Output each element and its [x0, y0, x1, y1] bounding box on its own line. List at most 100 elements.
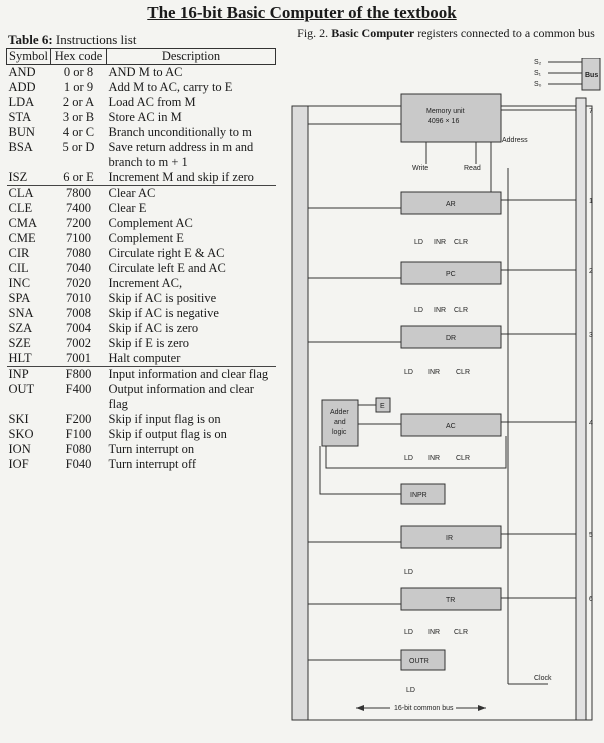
instruction-symbol: SNA: [8, 306, 34, 320]
instruction-symbol: CME: [8, 231, 36, 245]
instruction-symbol: SKI: [8, 412, 29, 426]
register-pc-label: PC: [446, 271, 456, 278]
instruction-description: Turn interrupt off: [108, 457, 197, 471]
instruction-row: STA 3 or B Store AC in M: [7, 110, 276, 125]
instruction-symbol: STA: [8, 110, 32, 124]
instruction-description: AND M to AC: [106, 64, 276, 80]
instruction-hex: 7004: [66, 321, 91, 335]
instruction-hex: 5 or D: [62, 140, 95, 154]
instruction-hex: 7040: [66, 261, 91, 275]
arrow-left-icon: [356, 705, 364, 711]
register-ac: [400, 413, 502, 437]
tr-clr: CLR: [454, 629, 468, 636]
instruction-hex: 6 or E: [63, 170, 94, 184]
table-caption: Table 6: Instructions list: [8, 32, 136, 48]
bus-diagram: S₂ S₁ S₀ Bus Memory unit 4096 × 16 Addre…: [291, 58, 601, 721]
instruction-symbol: INP: [6, 366, 51, 382]
register-tr: [400, 587, 502, 611]
instruction-description: Circulate right E & AC: [108, 246, 225, 260]
page-title: The 16-bit Basic Computer of the textboo…: [147, 3, 457, 22]
instruction-symbol: INC: [8, 276, 31, 290]
instruction-description: Store AC in M: [108, 110, 182, 124]
register-ir-label: IR: [446, 535, 453, 542]
select-s2: S₂: [534, 59, 542, 66]
ac-feedback-line: [325, 436, 507, 469]
read-label: Read: [464, 165, 481, 172]
instruction-hex: 7010: [66, 291, 91, 305]
instruction-hex: 0 or 8: [50, 64, 107, 80]
instruction-description: Halt computer: [108, 351, 181, 365]
instruction-hex: F200: [65, 412, 92, 426]
pc-ld: LD: [414, 307, 423, 314]
e-register-label: E: [380, 403, 385, 410]
instruction-hex: 2 or A: [62, 95, 95, 109]
register-pc: [400, 261, 502, 285]
instruction-hex: 7800: [50, 185, 107, 201]
bus-number-5: 5: [589, 532, 593, 539]
instruction-hex: 3 or B: [62, 110, 95, 124]
tr-ld: LD: [404, 629, 413, 636]
instruction-symbol: SZE: [8, 336, 31, 350]
instruction-description: Save return address in m and branch to m…: [108, 140, 254, 169]
select-s0: S₀: [534, 81, 542, 88]
figure-caption-prefix: Fig. 2.: [297, 26, 329, 40]
instruction-symbol: CMA: [8, 216, 37, 230]
adder-label-3: logic: [332, 429, 347, 436]
ar-ld: LD: [414, 239, 423, 246]
ar-clr: CLR: [454, 239, 468, 246]
instruction-hex: 7100: [66, 231, 91, 245]
register-inpr-label: INPR: [410, 492, 427, 499]
instruction-description: Add M to AC, carry to E: [108, 80, 233, 94]
instruction-hex: 7001: [66, 351, 91, 365]
adder-label-1: Adder: [330, 409, 349, 416]
bus-number-4: 4: [589, 420, 593, 427]
header-hex-code: Hex code: [50, 48, 107, 65]
register-dr-label: DR: [446, 335, 456, 342]
instruction-symbol: OUT: [8, 382, 35, 396]
instruction-symbol: SKO: [8, 427, 34, 441]
instruction-symbol: IOF: [8, 457, 29, 471]
bus-selector-box: [581, 58, 601, 91]
instruction-hex: 7400: [66, 201, 91, 215]
instruction-description: Circulate left E and AC: [108, 261, 226, 275]
instruction-description: Branch unconditionally to m: [108, 125, 252, 139]
instruction-description: Turn interrupt on: [108, 442, 195, 456]
instruction-description: Complement AC: [108, 216, 193, 230]
bus-left-rail: [291, 105, 309, 721]
instruction-hex: 7080: [66, 246, 91, 260]
instruction-description: Skip if E is zero: [108, 336, 190, 350]
adder-logic-unit: [321, 399, 359, 447]
ac-inr: INR: [428, 455, 440, 462]
dr-clr: CLR: [456, 369, 470, 376]
instruction-symbol: CLA: [6, 185, 51, 201]
ir-ld: LD: [404, 569, 413, 576]
figure-caption-rest: registers connected to a common bus: [417, 26, 595, 40]
instruction-description: Skip if AC is positive: [108, 291, 217, 305]
instruction-symbol: CIR: [8, 246, 30, 260]
instruction-description: Clear AC: [106, 185, 276, 201]
instruction-symbol: CLE: [8, 201, 33, 215]
instruction-description: Skip if AC is zero: [108, 321, 199, 335]
write-label: Write: [412, 165, 428, 172]
adder-label-2: and: [334, 419, 346, 426]
instruction-hex: F080: [65, 442, 92, 456]
memory-size: 4096 × 16: [428, 118, 459, 125]
instruction-symbol: SZA: [8, 321, 33, 335]
